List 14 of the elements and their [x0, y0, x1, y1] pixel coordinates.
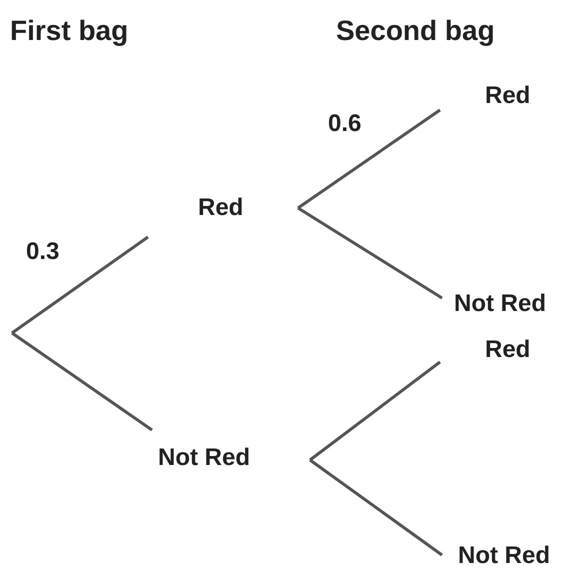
outcome-label: Red [198, 194, 244, 222]
outcome-label: Not Red [158, 444, 250, 472]
branch-line [11, 332, 153, 432]
branch-line [297, 206, 443, 300]
column-heading: Second bag [336, 14, 495, 48]
branch-line [297, 108, 441, 210]
branch-line [309, 360, 441, 462]
column-heading: First bag [10, 14, 128, 48]
outcome-label: Not Red [458, 542, 550, 570]
outcome-label: Red [485, 336, 530, 364]
outcome-label: Not Red [454, 290, 546, 318]
branch-line [11, 236, 149, 334]
branch-line [309, 458, 443, 556]
outcome-label: Red [485, 82, 530, 110]
